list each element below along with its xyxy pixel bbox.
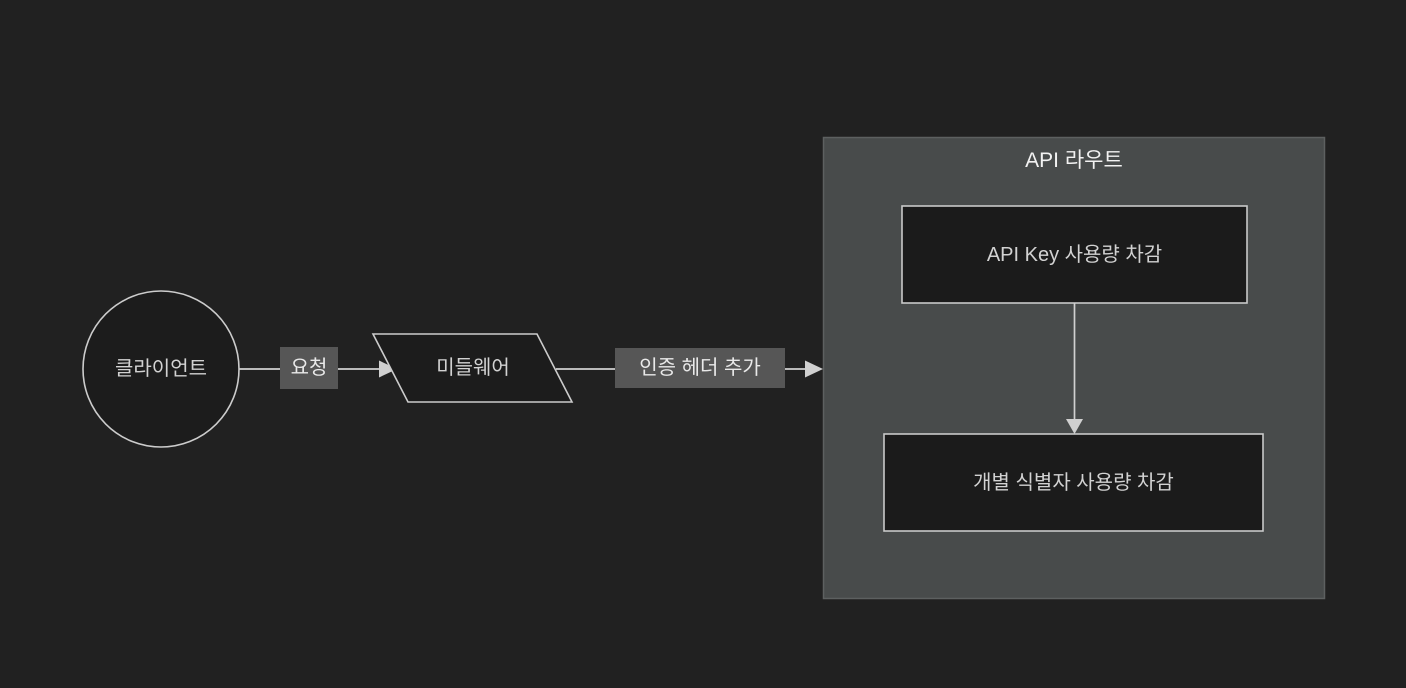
node-identifier-usage-shape [883, 433, 1264, 532]
arrowhead-client-middleware [379, 360, 397, 378]
node-middleware-shape [371, 333, 574, 403]
node-api-key-usage-shape [901, 205, 1248, 304]
arrowhead-middleware-apiroute [805, 360, 823, 378]
node-client-shape [82, 290, 240, 448]
arrowhead-apikey-identifier [1066, 419, 1083, 434]
